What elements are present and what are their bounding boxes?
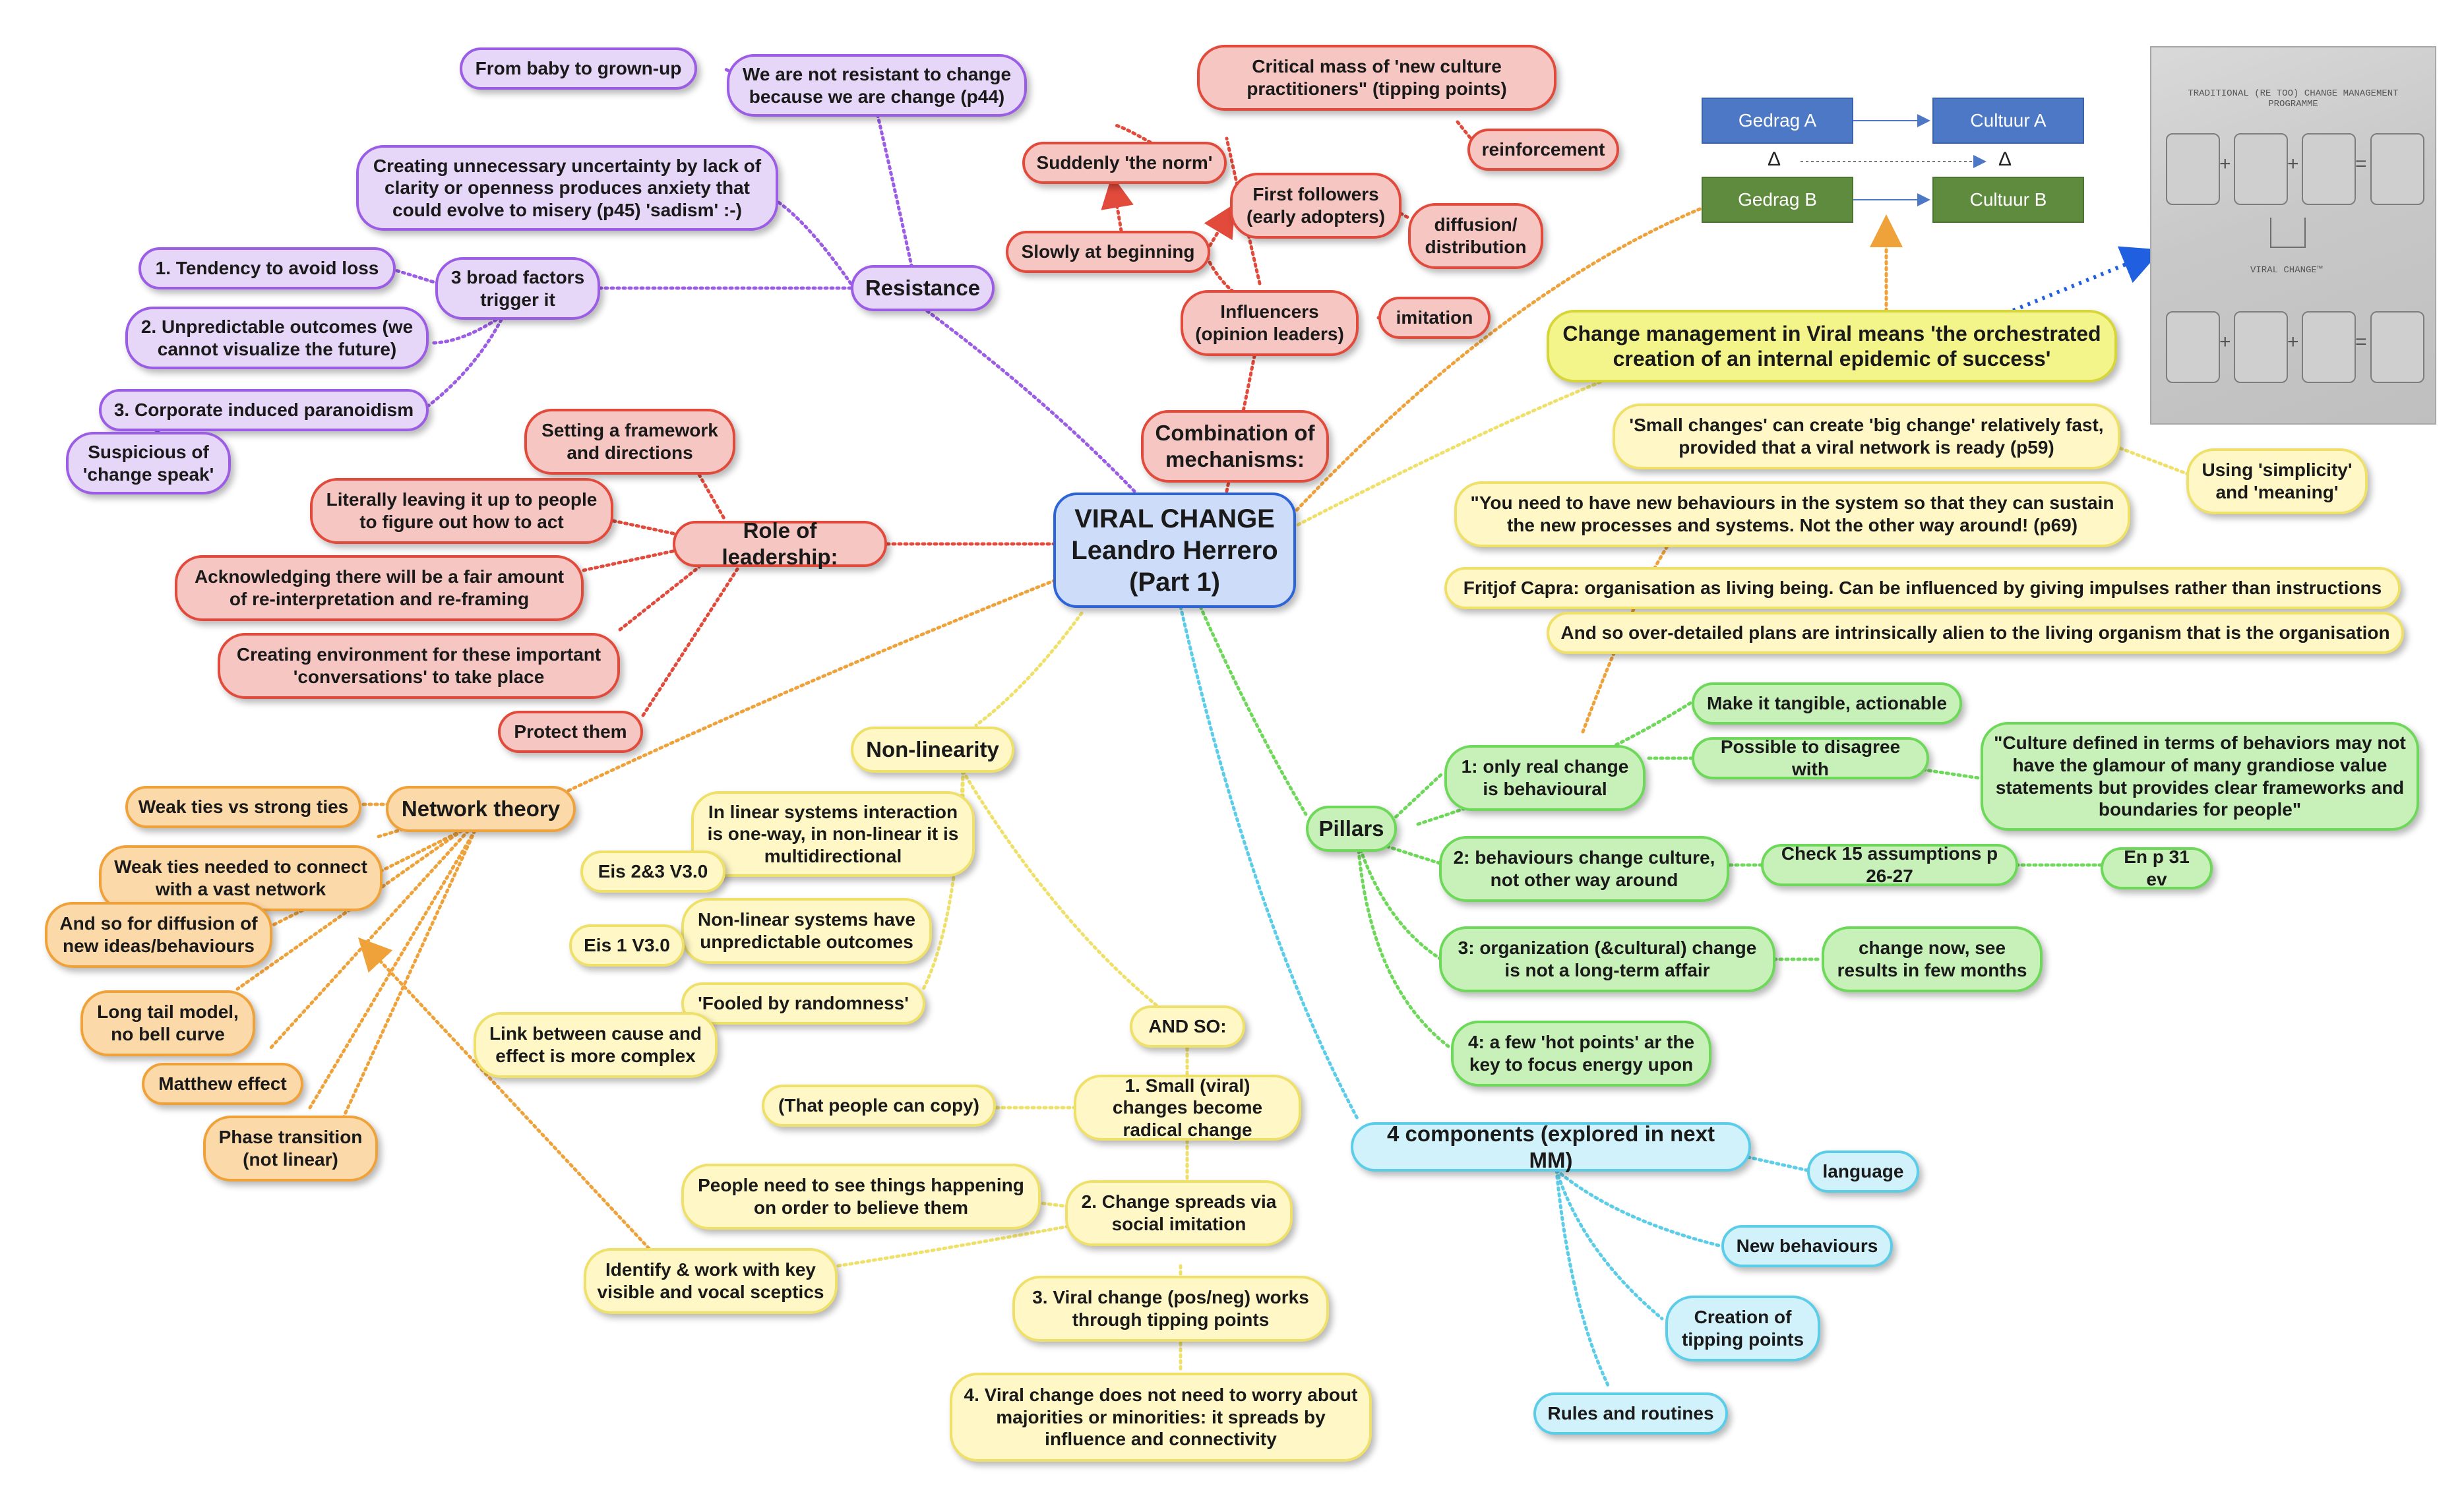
slowly-node[interactable]: Slowly at beginning <box>1006 231 1210 273</box>
literally-node[interactable]: Literally leaving it up to people to fig… <box>310 478 613 544</box>
see-believe-node[interactable]: People need to see things happening on o… <box>681 1164 1041 1230</box>
suddenly-norm-node[interactable]: Suddenly 'the norm' <box>1022 142 1227 184</box>
sketch-box <box>2302 311 2356 383</box>
cause-effect-node[interactable]: Link between cause and effect is more co… <box>474 1012 718 1078</box>
avoid-loss-node[interactable]: 1. Tendency to avoid loss <box>139 247 396 289</box>
plus-icon: + <box>2219 153 2231 175</box>
en-p31-node[interactable]: En p 31 ev <box>2101 847 2213 889</box>
disagree-node[interactable]: Possible to disagree with <box>1692 736 1929 779</box>
majorities-node[interactable]: 4. Viral change does not need to worry a… <box>950 1373 1372 1462</box>
plus-icon: + <box>2287 331 2299 353</box>
gedrag-b-box: Gedrag B <box>1702 177 1853 223</box>
small-big-node[interactable]: 'Small changes' can create 'big change' … <box>1613 403 2120 469</box>
environment-node[interactable]: Creating environment for these important… <box>218 633 620 699</box>
sketch-photo: TRADITIONAL (RE TOO) CHANGE MANAGEMENT P… <box>2150 46 2436 425</box>
network-topic[interactable]: Network theory <box>386 786 576 832</box>
delta-symbol-left: Δ <box>1768 148 1781 170</box>
tangible-node[interactable]: Make it tangible, actionable <box>1692 682 1962 725</box>
sketch-box <box>2234 311 2288 383</box>
equals-icon: = <box>2355 153 2367 175</box>
influencers-node[interactable]: Influencers (opinion leaders) <box>1181 290 1359 356</box>
eis1-node[interactable]: Eis 1 V3.0 <box>569 924 685 967</box>
central-topic[interactable]: VIRAL CHANGE Leandro Herrero (Part 1) <box>1053 493 1296 608</box>
leadership-topic[interactable]: Role of leadership: <box>673 518 887 569</box>
plus-icon: + <box>2287 153 2299 175</box>
fooled-node[interactable]: 'Fooled by randomness' <box>681 982 925 1025</box>
equals-icon: = <box>2355 331 2367 353</box>
eis23-node[interactable]: Eis 2&3 V3.0 <box>580 851 725 893</box>
acknowledging-node[interactable]: Acknowledging there will be a fair amoun… <box>175 555 584 621</box>
phase-transition-node[interactable]: Phase transition (not linear) <box>203 1116 378 1181</box>
down-arrow-icon <box>2270 218 2306 248</box>
weak-strong-node[interactable]: Weak ties vs strong ties <box>125 786 361 828</box>
resistance-topic[interactable]: Resistance <box>851 265 995 311</box>
nonlinearity-topic[interactable]: Non-linearity <box>851 727 1014 773</box>
protect-node[interactable]: Protect them <box>498 711 643 753</box>
diffusion-node[interactable]: diffusion/ distribution <box>1408 203 1543 269</box>
critical-mass-node[interactable]: Critical mass of 'new culture practition… <box>1197 45 1556 111</box>
change-management-topic[interactable]: Change management in Viral means 'the or… <box>1547 310 2117 382</box>
imitation-node[interactable]: imitation <box>1378 297 1491 339</box>
uncertainty-node[interactable]: Creating unnecessary uncertainty by lack… <box>356 145 778 231</box>
pillar-4-node[interactable]: 4: a few 'hot points' ar the key to focu… <box>1451 1021 1711 1087</box>
andso-topic[interactable]: AND SO: <box>1130 1005 1245 1048</box>
sketch-box <box>2166 311 2220 383</box>
mechanisms-topic[interactable]: Combination of mechanisms: <box>1141 410 1329 483</box>
pillar-3-node[interactable]: 3: organization (&cultural) change is no… <box>1439 926 1775 992</box>
central-author: Leandro Herrero <box>1071 535 1278 565</box>
copy-node[interactable]: (That people can copy) <box>762 1085 996 1127</box>
sceptics-node[interactable]: Identify & work with key visible and voc… <box>584 1248 838 1314</box>
delta-symbol-right: Δ <box>1998 148 2012 170</box>
unpredictable-outcomes-node[interactable]: Non-linear systems have unpredictable ou… <box>681 898 932 964</box>
sketch-box <box>2370 311 2424 383</box>
central-part: (Part 1) <box>1129 567 1220 597</box>
plus-icon: + <box>2219 331 2231 353</box>
weak-needed-node[interactable]: Weak ties needed to connect with a vast … <box>99 845 383 911</box>
behaviours-quote-node[interactable]: "You need to have new behaviours in the … <box>1454 481 2130 547</box>
sketch-box <box>2234 133 2288 205</box>
first-followers-node[interactable]: First followers (early adopters) <box>1230 173 1401 239</box>
paranoidism-node[interactable]: 3. Corporate induced paranoidism <box>99 389 429 431</box>
interaction-node[interactable]: In linear systems interaction is one-way… <box>691 791 975 877</box>
factors-node[interactable]: 3 broad factors trigger it <box>435 257 600 320</box>
reinforcement-node[interactable]: reinforcement <box>1467 129 1619 171</box>
unpredictable-node[interactable]: 2. Unpredictable outcomes (we cannot vis… <box>125 307 429 369</box>
pillar-1-node[interactable]: 1: only real change is behavioural <box>1444 745 1646 811</box>
plans-node[interactable]: And so over-detailed plans are intrinsic… <box>1547 612 2404 654</box>
sketch-title: TRADITIONAL (RE TOO) CHANGE MANAGEMENT P… <box>2188 88 2399 109</box>
components-topic[interactable]: 4 components (explored in next MM) <box>1351 1121 1751 1172</box>
diffusion-ideas-node[interactable]: And so for diffusion of new ideas/behavi… <box>45 902 272 968</box>
framework-node[interactable]: Setting a framework and directions <box>524 409 735 475</box>
culture-quote-node[interactable]: "Culture defined in terms of behaviors m… <box>1981 722 2419 831</box>
small-changes-node[interactable]: 1. Small (viral) changes become radical … <box>1074 1075 1301 1141</box>
language-node[interactable]: language <box>1807 1150 1919 1193</box>
pillars-topic[interactable]: Pillars <box>1306 806 1397 852</box>
new-behaviours-node[interactable]: New behaviours <box>1721 1225 1893 1267</box>
simplicity-node[interactable]: Using 'simplicity' and 'meaning' <box>2186 448 2368 514</box>
long-tail-node[interactable]: Long tail model, no bell curve <box>80 990 255 1056</box>
baby-node[interactable]: From baby to grown-up <box>460 47 697 90</box>
central-title: VIRAL CHANGE <box>1074 504 1275 533</box>
capra-node[interactable]: Fritjof Capra: organisation as living be… <box>1444 567 2401 609</box>
not-resistant-node[interactable]: We are not resistant to change because w… <box>727 54 1027 117</box>
pillar-2-node[interactable]: 2: behaviours change culture, not other … <box>1439 836 1729 902</box>
suspicious-node[interactable]: Suspicious of 'change speak' <box>66 432 231 494</box>
sketch-box <box>2166 133 2220 205</box>
tipping-points-node[interactable]: 3. Viral change (pos/neg) works through … <box>1012 1276 1329 1342</box>
social-imitation-node[interactable]: 2. Change spreads via social imitation <box>1065 1180 1293 1246</box>
sketch-box <box>2302 133 2356 205</box>
change-now-node[interactable]: change now, see results in few months <box>1822 926 2043 992</box>
cultuur-a-box: Cultuur A <box>1932 98 2084 144</box>
sketch-box <box>2370 133 2424 205</box>
matthew-node[interactable]: Matthew effect <box>142 1063 303 1105</box>
cultuur-b-box: Cultuur B <box>1932 177 2084 223</box>
creation-tipping-node[interactable]: Creation of tipping points <box>1665 1296 1820 1361</box>
gedrag-a-box: Gedrag A <box>1702 98 1853 144</box>
rules-routines-node[interactable]: Rules and routines <box>1533 1392 1728 1435</box>
sketch-label: VIRAL CHANGE™ <box>2250 265 2323 276</box>
check-assumptions-node[interactable]: Check 15 assumptions p 26-27 <box>1761 843 2018 886</box>
